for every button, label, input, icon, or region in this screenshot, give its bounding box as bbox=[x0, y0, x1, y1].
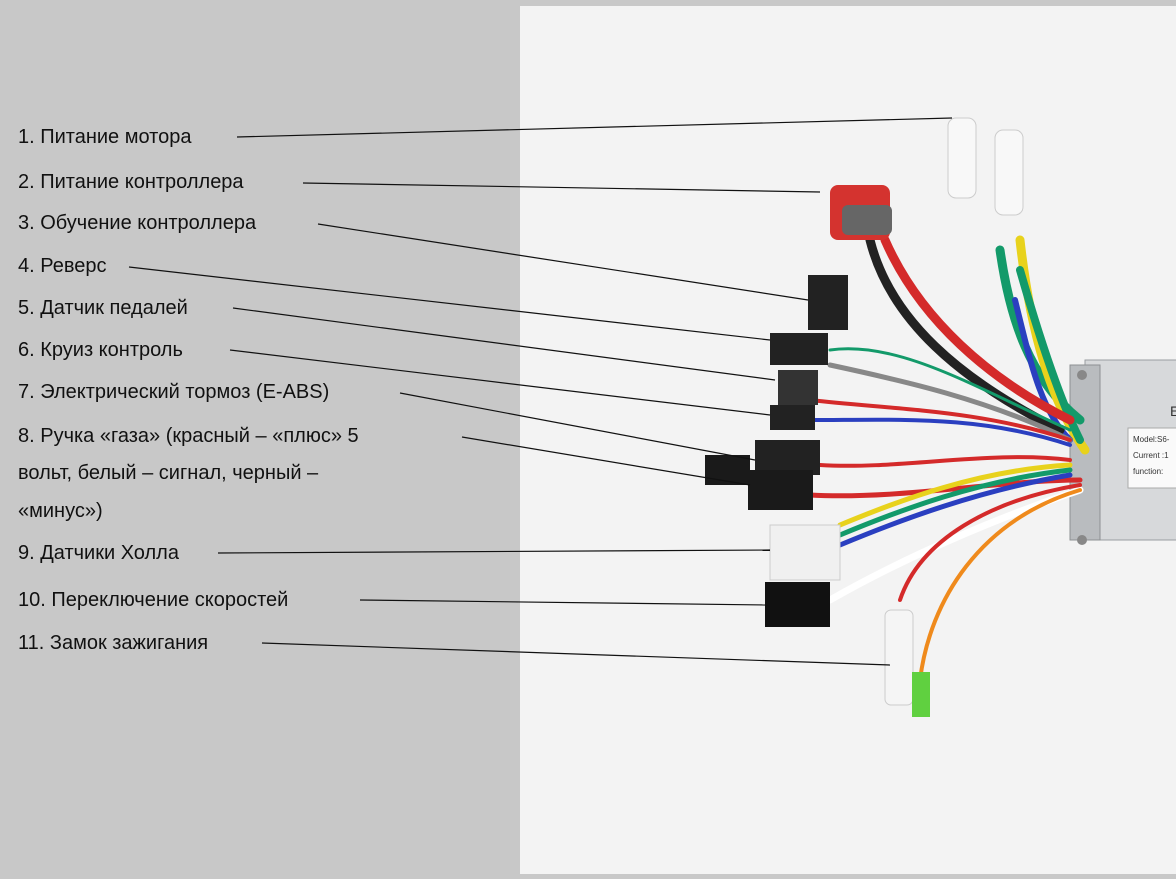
controller-current: Current :1 bbox=[1133, 451, 1169, 460]
controller-brand: E bbox=[1170, 403, 1176, 419]
label-motor-power: 1. Питание мотора bbox=[18, 126, 192, 148]
label-ignition-lock: 11. Замок зажигания bbox=[18, 632, 209, 654]
controller-model: Model:S6- bbox=[1133, 435, 1170, 444]
connectors bbox=[705, 117, 1024, 717]
label-hall-sensors: 9. Датчики Холла bbox=[18, 542, 179, 564]
label-e-abs: 7. Электрический тормоз (E-ABS) bbox=[18, 381, 330, 403]
label-controller-power: 2. Питание контроллера bbox=[18, 171, 244, 193]
leader-lines bbox=[128, 117, 953, 666]
label-controller-learning: 3. Обучение контроллера bbox=[18, 212, 257, 234]
label-reverse: 4. Реверс bbox=[18, 255, 107, 277]
wires bbox=[807, 235, 1090, 682]
label-cruise-control: 6. Круиз контроль bbox=[18, 339, 183, 361]
label-pedal-sensor: 5. Датчик педалей bbox=[18, 297, 188, 319]
label-throttle-line2: вольт, белый – сигнал, черный – bbox=[18, 462, 319, 484]
controller-function: function: bbox=[1133, 467, 1164, 476]
label-speed-switch: 10. Переключение скоростей bbox=[18, 589, 289, 611]
label-throttle: 8. Ручка «газа» (красный – «плюс» 5 bbox=[18, 425, 359, 447]
controller-box bbox=[1069, 359, 1176, 545]
label-throttle-line3: «минус») bbox=[18, 500, 103, 522]
